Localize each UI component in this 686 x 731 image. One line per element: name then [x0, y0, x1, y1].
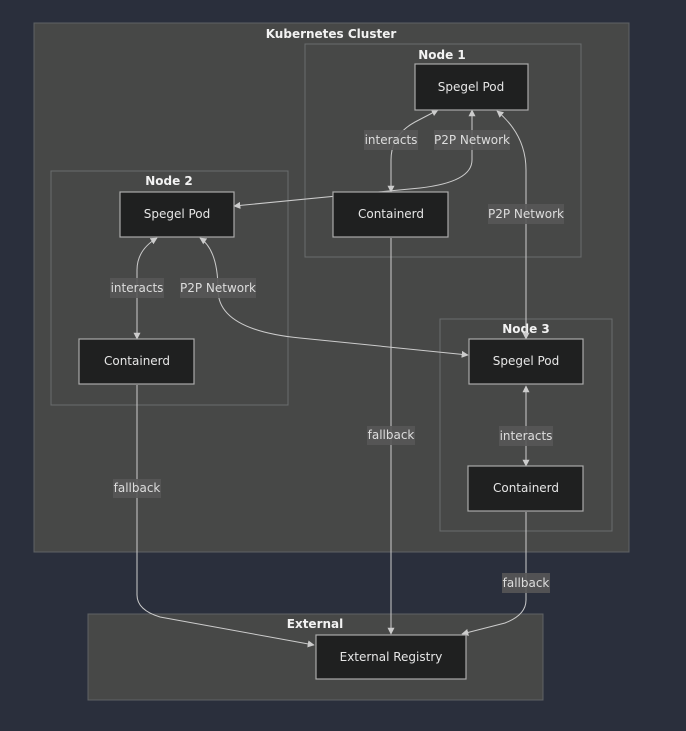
- edge-label-n1-p2p-n2: P2P Network: [434, 130, 510, 150]
- node1-spegel-pod[interactable]: Spegel Pod: [414, 63, 529, 111]
- edge-label-n3-fallback: fallback: [502, 573, 550, 593]
- edge-label-n2-fallback: fallback: [113, 479, 161, 498]
- svg-text:fallback: fallback: [503, 576, 550, 590]
- node3-containerd-label: Containerd: [493, 481, 559, 495]
- svg-text:P2P Network: P2P Network: [434, 133, 510, 147]
- edge-label-n1-fallback: fallback: [367, 426, 415, 445]
- svg-text:interacts: interacts: [500, 429, 553, 443]
- external-cluster-title: External: [287, 617, 343, 631]
- svg-text:fallback: fallback: [114, 481, 161, 495]
- node2-spegel-pod[interactable]: Spegel Pod: [119, 191, 235, 238]
- edge-label-n2-p2p-n3: P2P Network: [180, 278, 256, 298]
- node2-cluster-title: Node 2: [145, 174, 193, 188]
- node1-containerd[interactable]: Containerd: [332, 191, 449, 238]
- node1-cluster-title: Node 1: [418, 48, 466, 62]
- external-registry[interactable]: External Registry: [315, 634, 467, 680]
- node1-containerd-label: Containerd: [358, 207, 424, 221]
- svg-text:fallback: fallback: [368, 428, 415, 442]
- node2-containerd-label: Containerd: [104, 354, 170, 368]
- edge-label-n1-interacts: interacts: [364, 130, 418, 150]
- svg-text:P2P Network: P2P Network: [180, 281, 256, 295]
- svg-text:interacts: interacts: [365, 133, 418, 147]
- edge-n3-fallback: [461, 512, 527, 636]
- edge-n2-fallback: [136, 385, 315, 648]
- node3-containerd[interactable]: Containerd: [467, 465, 584, 512]
- kubernetes-cluster-title: Kubernetes Cluster: [266, 27, 397, 41]
- edge-n1-p2p-n2: [233, 109, 476, 209]
- node3-spegel-pod[interactable]: Spegel Pod: [468, 338, 584, 385]
- edge-label-n1-p2p-n3: P2P Network: [488, 204, 564, 224]
- svg-text:P2P Network: P2P Network: [488, 207, 564, 221]
- edge-n1-p2p-n3: [496, 110, 530, 340]
- external-registry-label: External Registry: [340, 650, 443, 664]
- node2-containerd[interactable]: Containerd: [78, 338, 195, 385]
- node3-spegel-pod-label: Spegel Pod: [493, 354, 560, 368]
- edge-label-n3-interacts: interacts: [499, 426, 553, 446]
- svg-text:interacts: interacts: [111, 281, 164, 295]
- edge-label-n2-interacts: interacts: [110, 278, 164, 298]
- edge-n2-interacts: [133, 237, 158, 340]
- node2-spegel-pod-label: Spegel Pod: [144, 207, 211, 221]
- node1-spegel-pod-label: Spegel Pod: [438, 80, 505, 94]
